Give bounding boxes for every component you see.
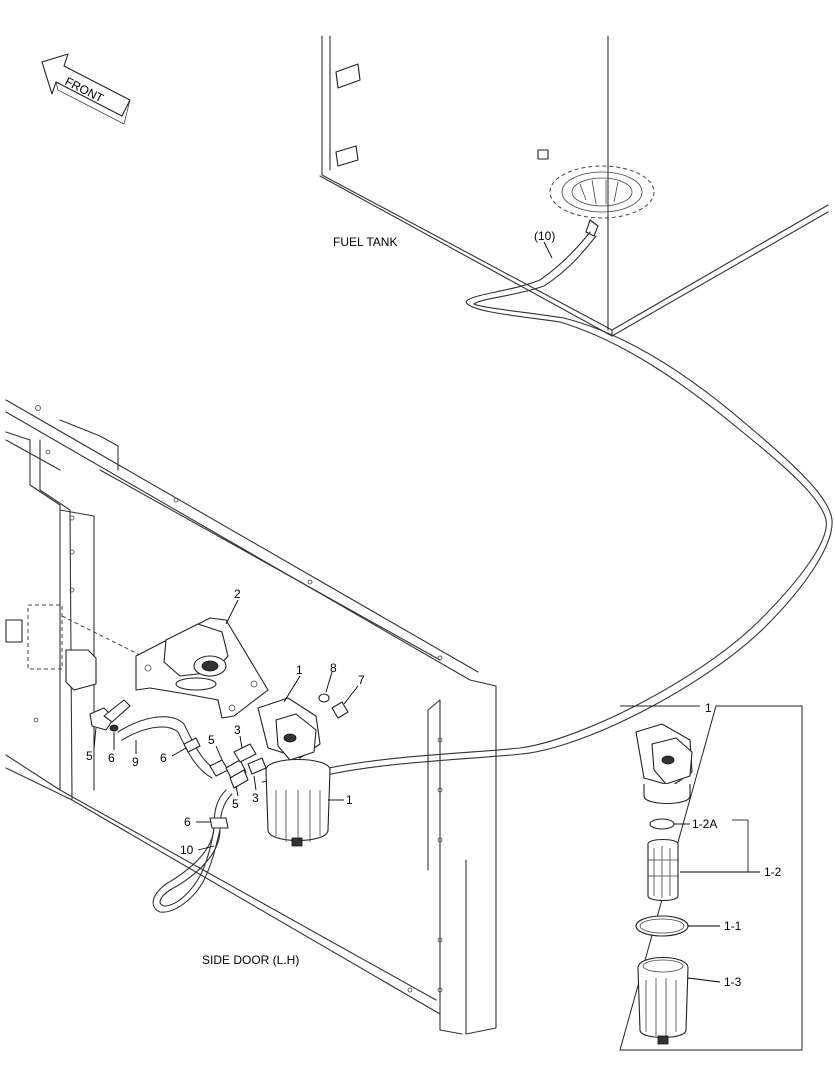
part-1-2: 1-2 xyxy=(764,865,782,879)
callout-hose-10: 10 xyxy=(180,843,194,857)
washer xyxy=(318,693,330,703)
callout-filter-body: 1 xyxy=(346,793,353,807)
detail-o-ring-small xyxy=(649,818,675,830)
leader-elbow-left xyxy=(93,727,97,749)
callout-washer: 8 xyxy=(330,661,337,675)
leader-hose-10 xyxy=(197,845,215,851)
callout-fitting-5-upper: 5 xyxy=(208,733,215,747)
detail-title: 1 xyxy=(705,701,712,715)
detail-strainer xyxy=(647,838,679,902)
leader-part-1-3 xyxy=(687,977,721,983)
clamp-mid xyxy=(183,737,201,753)
leader-fitting-5-lower xyxy=(235,785,239,797)
detail-o-ring-large xyxy=(635,915,689,937)
detail-bowl xyxy=(637,957,689,1045)
leader-tank-hose xyxy=(543,241,553,259)
front-arrow-icon: FRONT xyxy=(41,53,131,125)
leader-washer xyxy=(325,671,333,693)
part-1-1: 1-1 xyxy=(724,919,742,933)
fuel-tank xyxy=(319,35,829,337)
side-door-frame xyxy=(5,399,497,1035)
part-1-3: 1-3 xyxy=(724,975,742,989)
leader-filter-head xyxy=(283,675,301,703)
fuel-filter-assembly xyxy=(257,697,331,847)
callout-fitting-3-lower: 3 xyxy=(252,791,259,805)
callout-fitting-5-lower: 5 xyxy=(232,797,239,811)
callout-bolt: 7 xyxy=(358,673,365,687)
callout-tank-hose: (10) xyxy=(534,229,555,243)
clamp-lower xyxy=(209,817,229,829)
elbow-fitting xyxy=(89,699,131,732)
mount-bracket xyxy=(135,617,269,719)
part-1-2a: 1-2A xyxy=(692,817,717,831)
callout-filter-head: 1 xyxy=(296,663,303,677)
detail-filter-head xyxy=(635,723,693,804)
connector-fittings xyxy=(209,743,267,789)
callout-bracket: 2 xyxy=(234,587,241,601)
leader-clamp-mid xyxy=(171,747,187,757)
hose-9 xyxy=(117,716,217,779)
leader-bolt xyxy=(343,685,359,705)
leader-bracket xyxy=(225,599,239,625)
callout-clamp-mid: 6 xyxy=(160,751,167,765)
fuel-tank-caption: FUEL TANK xyxy=(333,235,397,249)
callout-hose-9: 9 xyxy=(132,755,139,769)
callout-elbow-left: 5 xyxy=(86,749,93,763)
leader-fitting-5-upper xyxy=(215,745,223,761)
side-door-caption: SIDE DOOR (L.H) xyxy=(202,953,299,967)
bolt xyxy=(331,701,349,719)
callout-fitting-3-upper: 3 xyxy=(234,723,241,737)
callout-clamp-lower: 6 xyxy=(184,815,191,829)
detail-box: 1 1-2A 1-2 1-1 xyxy=(619,701,803,1051)
leader-fitting-3-upper xyxy=(239,735,243,749)
leader-fitting-3-lower xyxy=(253,775,257,791)
callout-clamp-left: 6 xyxy=(108,751,115,765)
